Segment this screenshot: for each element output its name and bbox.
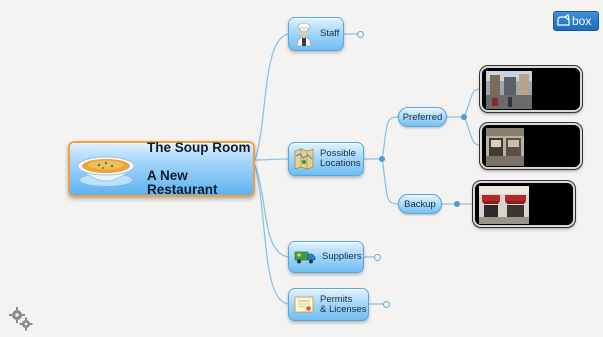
subtopic-preferred[interactable]: Preferred xyxy=(398,107,447,127)
connector-backup xyxy=(381,158,399,205)
preferred-photo-1[interactable] xyxy=(480,66,582,112)
central-title-line2: A New Restaurant xyxy=(147,168,218,197)
storefront-awning-photo-icon xyxy=(479,186,529,224)
delivery-truck-icon xyxy=(294,251,316,264)
topic-staff-label: Staff xyxy=(320,28,340,39)
subtopic-backup[interactable]: Backup xyxy=(398,194,442,214)
subtopic-preferred-label: Preferred xyxy=(402,111,443,123)
staff-collapse-toggle[interactable] xyxy=(357,31,364,38)
connector-photo-2 xyxy=(463,116,481,146)
topic-permits-licenses[interactable]: Permits & Licenses xyxy=(288,288,369,321)
soup-bowl-icon xyxy=(76,156,136,186)
central-title-line1: The Soup Room xyxy=(147,140,251,155)
connector-permits xyxy=(254,164,289,305)
gears-icon xyxy=(9,307,33,331)
backup-branch-dot[interactable] xyxy=(454,201,460,207)
connector-suppliers xyxy=(254,164,289,258)
central-topic-title: The Soup Room A New Restaurant xyxy=(147,127,253,211)
topic-possible-locations-label: Possible Locations xyxy=(320,148,361,169)
topic-permits-licenses-label: Permits & Licenses xyxy=(320,293,367,315)
storefront-photo-icon xyxy=(486,71,532,109)
central-topic[interactable]: The Soup Room A New Restaurant xyxy=(68,141,255,197)
topic-possible-locations[interactable]: Possible Locations xyxy=(288,142,364,176)
connector-staff xyxy=(254,33,289,161)
map-icon xyxy=(294,148,314,170)
box-sync-button[interactable]: box xyxy=(553,11,599,31)
permits-collapse-toggle[interactable] xyxy=(383,301,390,308)
topic-suppliers-label: Suppliers xyxy=(322,251,362,262)
certificate-icon xyxy=(294,296,314,312)
backup-photo-1[interactable] xyxy=(473,181,575,227)
box-label: box xyxy=(572,14,591,28)
subtopic-backup-label: Backup xyxy=(404,198,436,210)
connector-preferred xyxy=(381,116,399,160)
connector-locations xyxy=(254,158,289,161)
settings-button[interactable] xyxy=(8,306,34,332)
preferred-branch-dot[interactable] xyxy=(461,114,467,120)
suppliers-collapse-toggle[interactable] xyxy=(374,254,381,261)
storefront-photo-icon xyxy=(486,128,524,166)
topic-staff[interactable]: Staff xyxy=(288,17,344,51)
connector-photo-1 xyxy=(463,88,481,118)
box-cloud-icon: box xyxy=(557,14,591,28)
preferred-photo-2[interactable] xyxy=(480,123,582,169)
chef-icon xyxy=(296,22,312,46)
topic-suppliers[interactable]: Suppliers xyxy=(288,241,364,273)
locations-branch-dot[interactable] xyxy=(379,156,385,162)
